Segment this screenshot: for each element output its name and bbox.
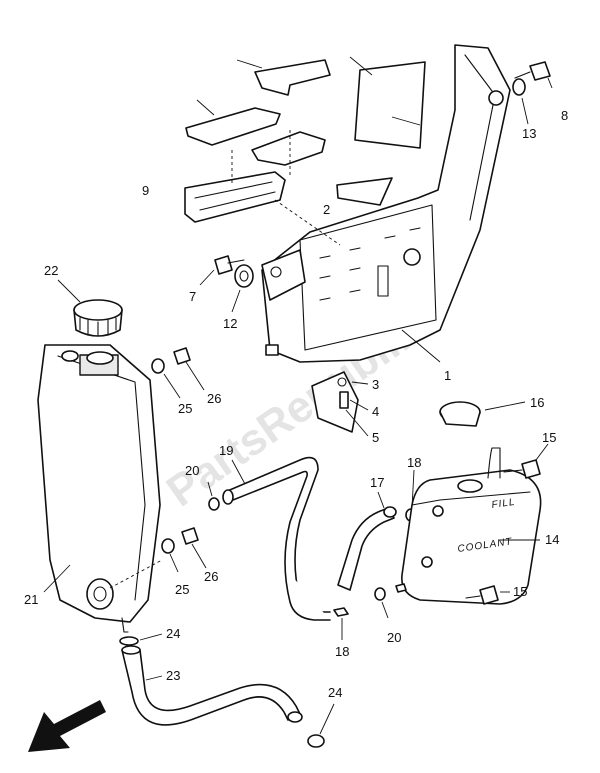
hose-clamps-24	[119, 633, 335, 748]
callout-25-upper: 25	[178, 401, 192, 416]
clip-icon	[333, 607, 349, 617]
bolt-icon	[479, 585, 499, 605]
callout-25-lower: 25	[175, 582, 189, 597]
callout-23: 23	[166, 668, 180, 683]
bolt-icon	[521, 459, 541, 479]
bolt-icon	[181, 527, 199, 545]
clamp-icon	[307, 734, 325, 748]
hose-clips	[333, 469, 417, 640]
grommet-icon	[234, 264, 254, 288]
grommet-icon	[161, 538, 175, 554]
callout-15-lower: 15	[513, 584, 527, 599]
callout-15-upper: 15	[542, 430, 556, 445]
callout-26-upper: 26	[207, 391, 221, 406]
part-22-radiator-cap	[57, 279, 123, 337]
part-14-reservoir-tank: FILL COOLANT	[395, 447, 542, 605]
callout-3: 3	[372, 377, 379, 392]
part-17-breather-hose	[337, 491, 397, 591]
part-23-overflow-hose	[121, 645, 303, 726]
radiator-fasteners	[151, 347, 207, 573]
callout-5: 5	[372, 430, 379, 445]
part-9-bracket	[184, 130, 291, 223]
callout-26-lower: 26	[204, 569, 218, 584]
callouts: 1 2 3 4 5 7 8 9 12 13 14 15 15 16 17 18 …	[24, 108, 568, 700]
callout-20-right: 20	[387, 630, 401, 645]
callout-16: 16	[530, 395, 544, 410]
callout-24-right: 24	[328, 685, 342, 700]
callout-18-upper: 18	[407, 455, 421, 470]
part-1-radiator-cover	[261, 44, 511, 363]
callout-2: 2	[323, 202, 330, 217]
part-3-plate	[311, 371, 369, 437]
bolt-icon	[173, 347, 191, 365]
callout-7: 7	[189, 289, 196, 304]
clamp-icon	[374, 587, 386, 601]
callout-12: 12	[223, 316, 237, 331]
tank-bolts	[465, 443, 549, 605]
clamp-icon	[119, 636, 139, 646]
callout-18-lower: 18	[335, 644, 349, 659]
callout-24-left: 24	[166, 626, 180, 641]
clamp-icon	[208, 497, 220, 511]
callout-4: 4	[372, 404, 379, 419]
callout-22: 22	[44, 263, 58, 278]
callout-21: 21	[24, 592, 38, 607]
washer-icon	[512, 78, 526, 96]
part-16-reservoir-cap	[439, 401, 526, 427]
hose-clamps	[207, 481, 389, 619]
front-arrow-icon	[28, 700, 106, 752]
callout-1: 1	[444, 368, 451, 383]
callout-17: 17	[370, 475, 384, 490]
fill-label: FILL	[491, 497, 516, 511]
callout-13: 13	[522, 126, 536, 141]
part-21-radiator	[37, 344, 163, 633]
callout-20-left: 20	[185, 463, 199, 478]
callout-9: 9	[142, 183, 149, 198]
callout-19: 19	[219, 443, 233, 458]
callout-14: 14	[545, 532, 559, 547]
part-19-hose	[222, 456, 331, 621]
upper-pads	[185, 56, 426, 206]
callout-8: 8	[561, 108, 568, 123]
bolt-icon	[514, 61, 551, 81]
fasteners-upper	[199, 61, 553, 313]
grommet-icon	[151, 358, 165, 374]
bolt-icon	[214, 255, 245, 275]
